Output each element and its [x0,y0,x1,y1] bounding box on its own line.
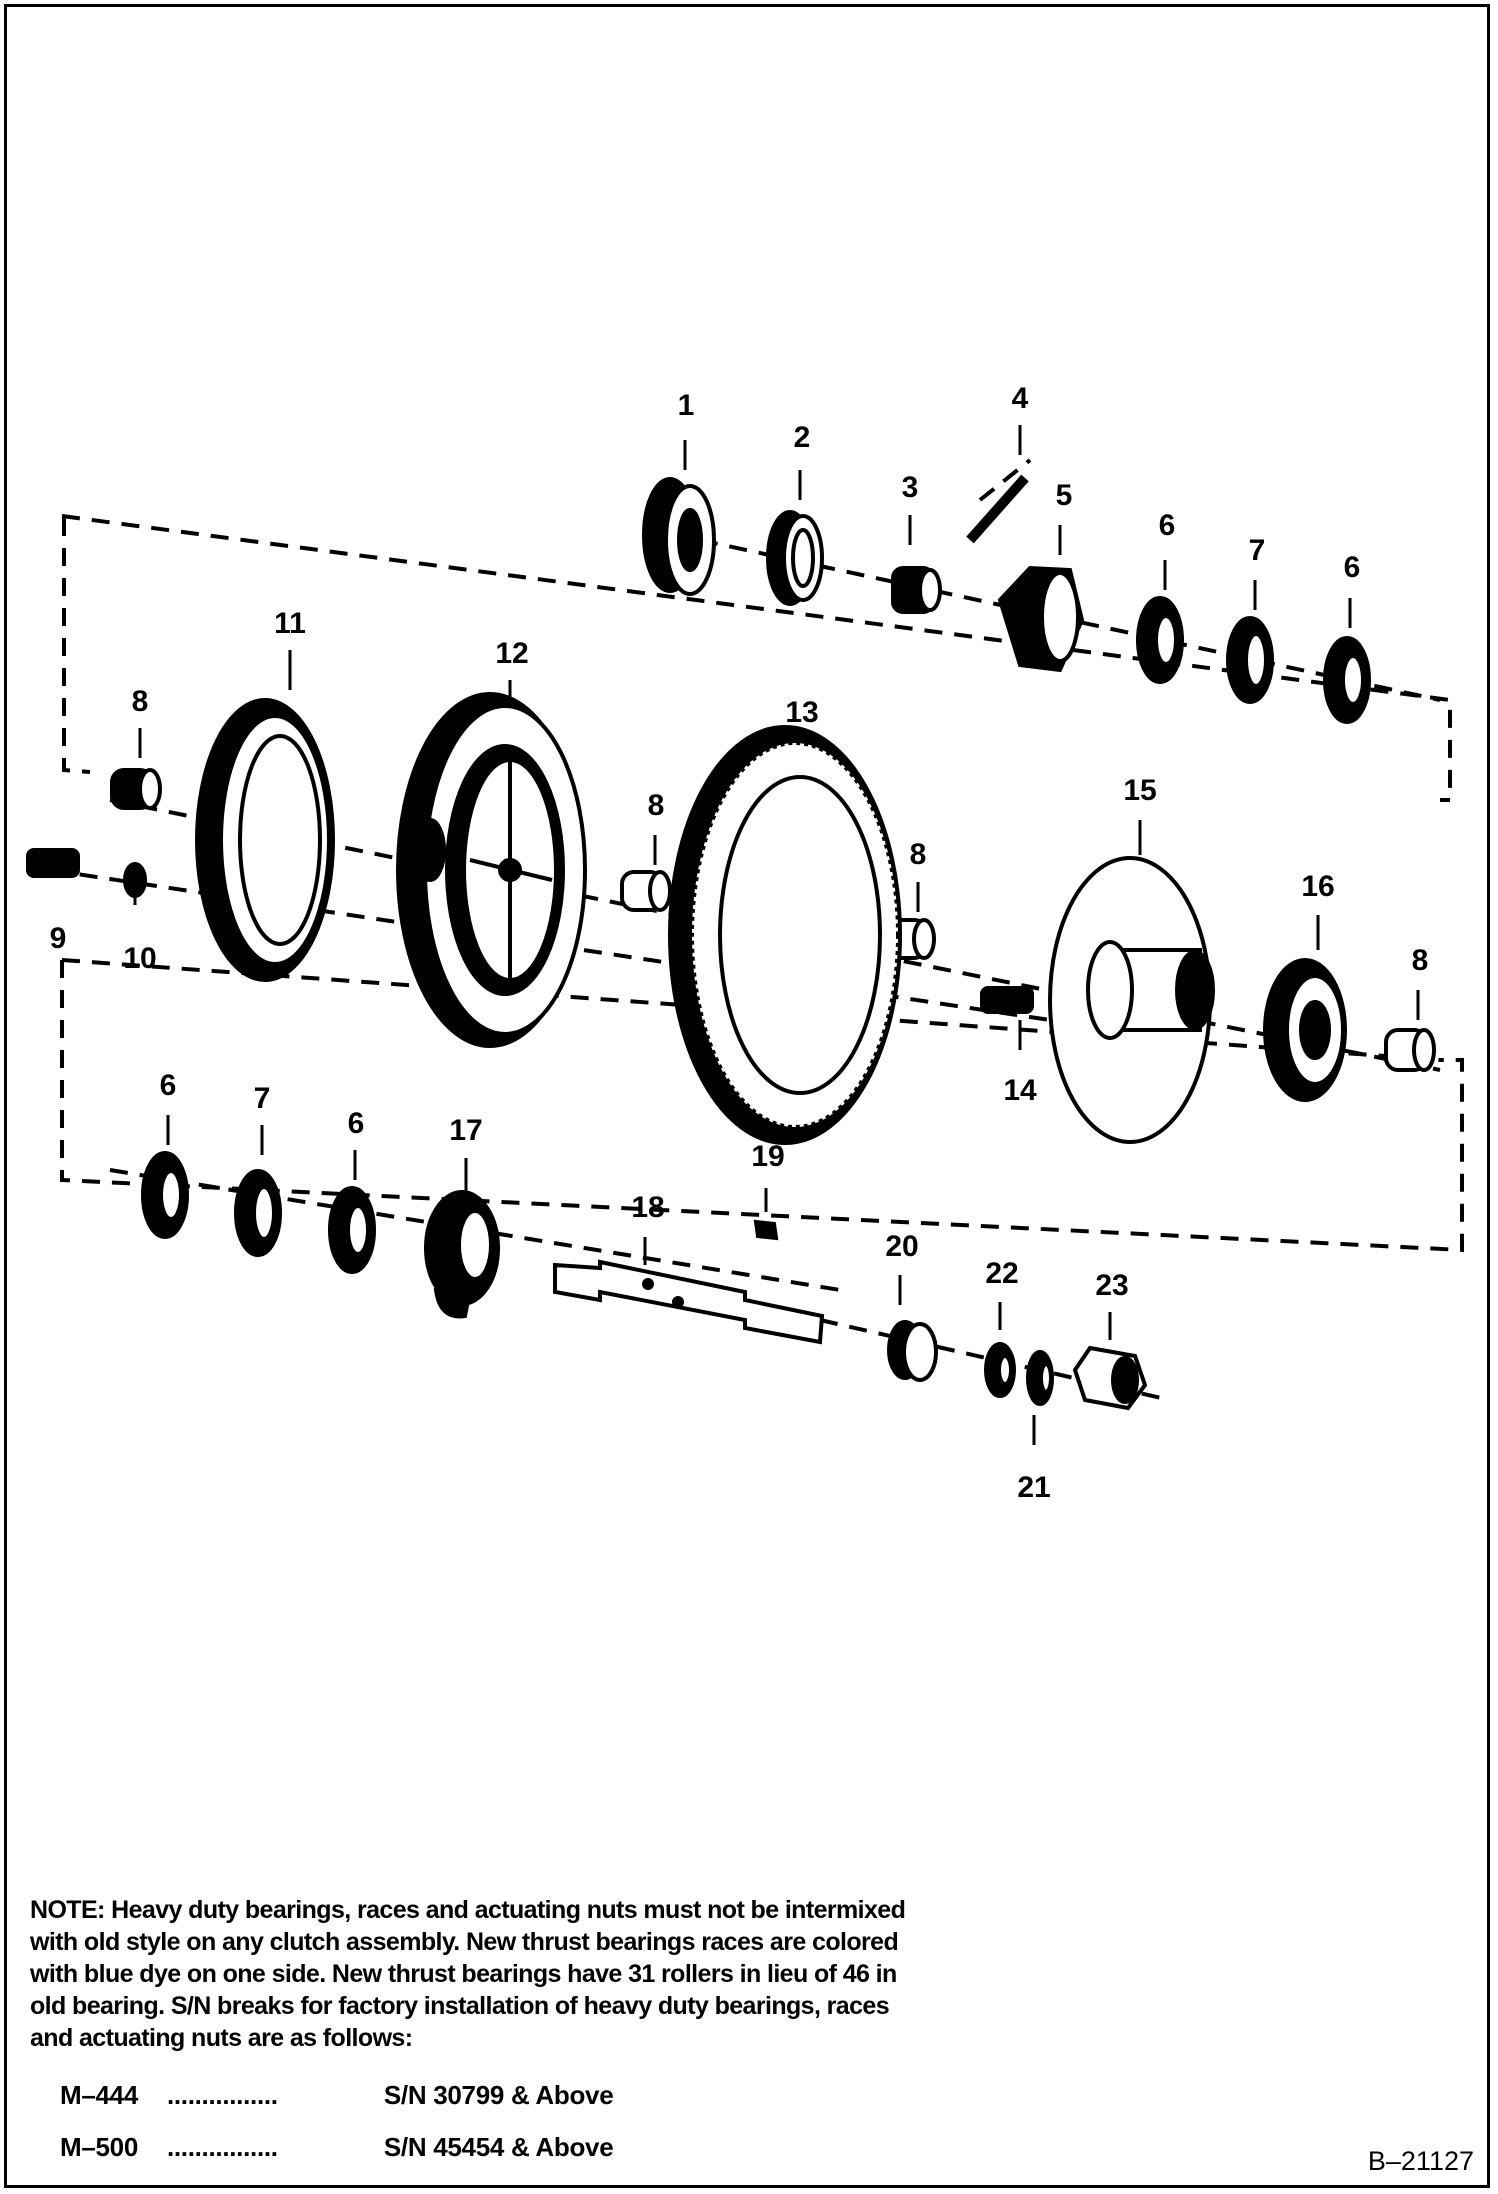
part-6-washer-lower-b [328,1186,376,1274]
part-8-bushing-b [620,870,672,912]
note-paragraph: NOTE: Heavy duty bearings, races and act… [30,1894,910,2054]
part-14-bolt [980,986,1034,1014]
part-17-actuating-lever [424,1190,500,1319]
part-8-bushing-d [1384,1028,1436,1072]
callout-10: 10 [123,942,156,975]
callout-19: 19 [751,1140,784,1173]
part-11-sprocket [195,698,335,982]
part-1-bearing [642,477,716,596]
callout-7b: 7 [254,1082,271,1115]
part-4-screw [966,474,1029,544]
callout-18: 18 [631,1191,664,1224]
part-10-washer [123,862,147,898]
part-23-nut [1072,1345,1148,1411]
serial-break-row: M–500 ................ S/N 45454 & Above [60,2132,614,2163]
callout-22: 22 [985,1257,1018,1290]
callout-12: 12 [495,637,528,670]
part-7-thrust-bearing-lower [234,1169,282,1257]
part-7-thrust-bearing-upper [1226,616,1274,704]
callout-13: 13 [785,696,818,729]
part-3-nut [891,566,942,614]
callout-9: 9 [50,922,67,955]
reference-code: B–21127 [1367,2146,1474,2176]
callout-21: 21 [1017,1471,1050,1504]
callout-11: 11 [274,607,306,640]
callout-23: 23 [1095,1269,1128,1302]
callout-labels: 1 2 3 4 5 6 7 6 8 11 12 13 8 8 15 16 8 9… [50,382,1429,1504]
part-6-washer-upper-a [1136,596,1184,684]
serial-number: S/N 30799 & Above [383,2080,614,2110]
callout-3: 3 [902,471,919,504]
callout-20: 20 [885,1230,918,1263]
callout-7: 7 [1249,534,1266,567]
callout-17: 17 [449,1114,482,1147]
callout-14: 14 [1003,1074,1037,1107]
callout-6c: 6 [160,1069,177,1102]
callout-6b: 6 [1344,551,1361,584]
part-22-washer [984,1342,1016,1398]
callout-8d: 8 [1412,944,1429,977]
part-2-race [766,510,824,606]
callout-1: 1 [678,389,695,422]
callout-15: 15 [1123,774,1156,807]
model-name: M–500 [60,2132,138,2162]
callout-4: 4 [1012,382,1029,415]
parts [26,474,1436,1411]
part-6-washer-upper-b [1323,636,1371,724]
callout-8a: 8 [132,685,149,718]
callout-5: 5 [1056,479,1073,512]
callout-6: 6 [1159,509,1176,542]
callout-16: 16 [1301,870,1334,903]
part-18-shaft [553,1259,825,1345]
part-20-spring [887,1320,938,1382]
part-13-friction-disc [668,725,902,1145]
part-15-pressure-plate [1048,856,1215,1144]
part-5-actuating-nut [997,565,1085,673]
callout-2: 2 [794,421,811,454]
serial-break-row: M–444 ................ S/N 30799 & Above [60,2080,614,2111]
serial-number: S/N 45454 & Above [383,2132,614,2162]
callout-8c: 8 [910,838,927,871]
callout-6d: 6 [348,1107,365,1140]
part-8-bushing-a [110,768,162,810]
part-6-washer-lower-a [141,1151,189,1239]
part-12-clutch-hub [396,692,587,1048]
part-9-bolt [26,848,80,878]
part-19-key [753,1219,779,1241]
dot-leader: ................ [166,2132,278,2162]
part-21-lock-washer [1026,1350,1054,1406]
dot-leader: ................ [166,2080,278,2110]
callout-8b: 8 [648,789,665,822]
part-16-sprocket [1263,958,1347,1102]
note-text: Heavy duty bearings, races and actuating… [30,1896,906,2052]
page-border [4,4,1490,2188]
model-name: M–444 [60,2080,138,2110]
note-label: NOTE: [30,1896,105,1924]
